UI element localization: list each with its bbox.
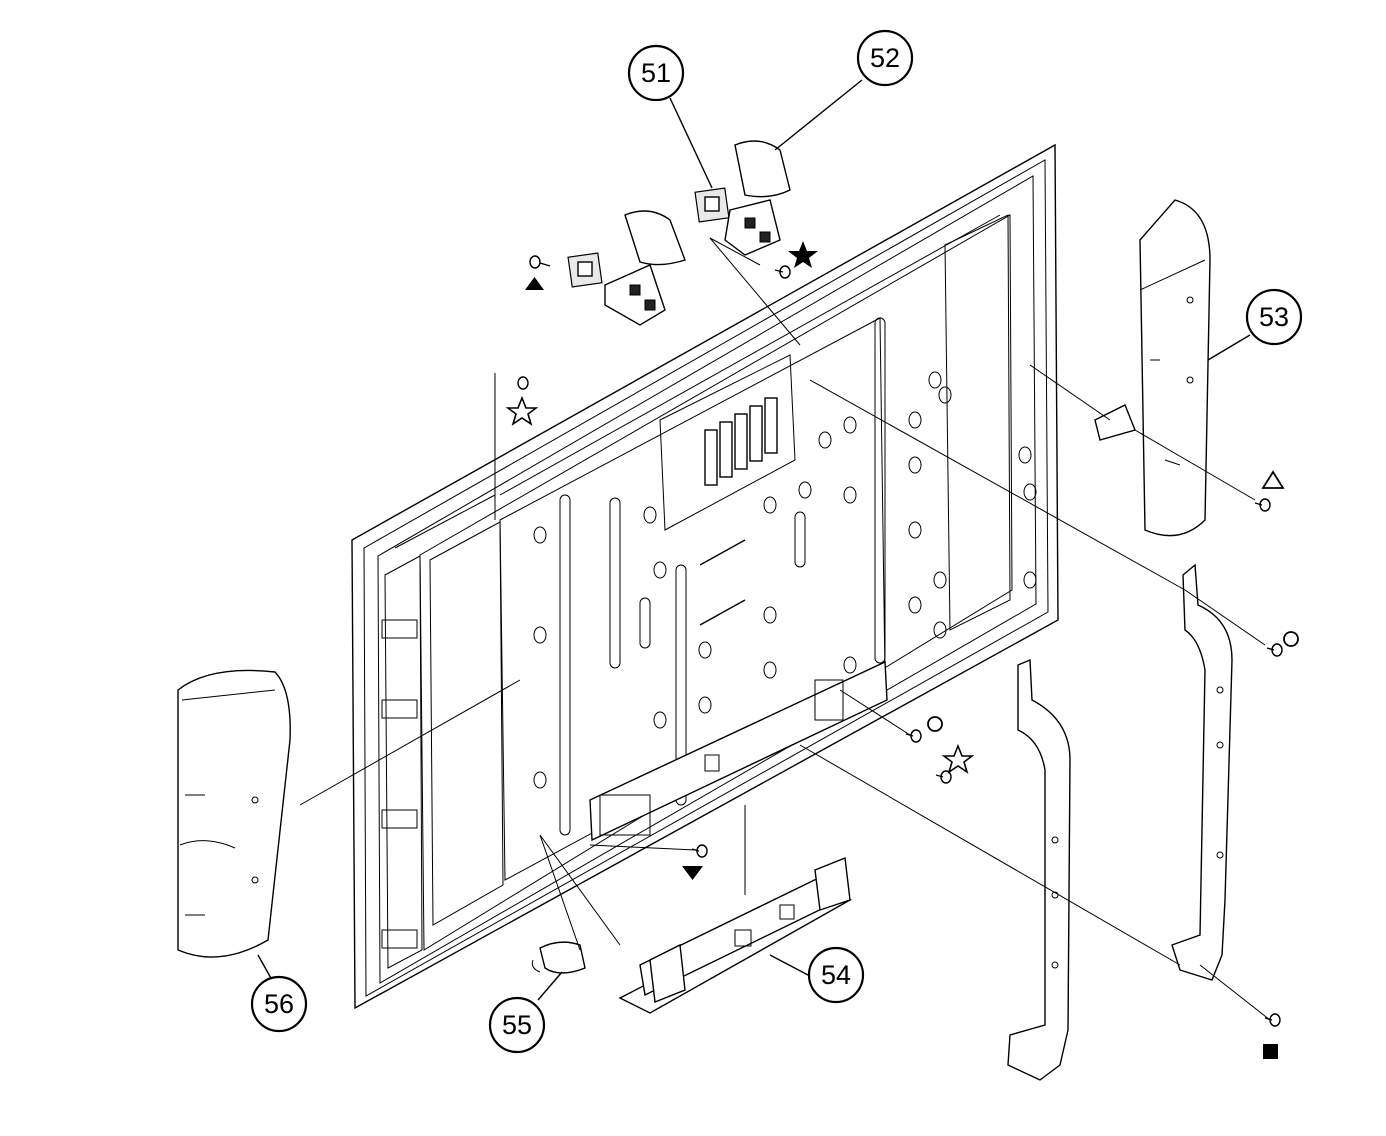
callout-label-51: 51 bbox=[641, 58, 671, 88]
outline-circle-icon bbox=[1283, 631, 1299, 647]
screw-icon bbox=[935, 770, 952, 784]
bracket-cover-part bbox=[624, 140, 801, 346]
screw-icon bbox=[529, 255, 551, 269]
filled-triangle-up-icon bbox=[525, 277, 544, 290]
screw-icon bbox=[1264, 1013, 1281, 1027]
screw-icon bbox=[517, 376, 529, 390]
callout-54: 54 bbox=[807, 946, 865, 1004]
screw-icon bbox=[691, 844, 708, 858]
callout-label-55: 55 bbox=[502, 1010, 532, 1040]
screw-icon bbox=[1266, 643, 1283, 657]
heatsink-fins bbox=[704, 397, 778, 486]
filled-star-icon bbox=[788, 241, 818, 268]
callout-51: 51 bbox=[627, 44, 685, 102]
callout-52: 52 bbox=[856, 29, 914, 87]
callout-56: 56 bbox=[250, 975, 308, 1033]
screws bbox=[517, 255, 1283, 1027]
outline-triangle-up-icon bbox=[1261, 470, 1285, 489]
outline-star-icon bbox=[505, 395, 539, 426]
tv-back-panel bbox=[351, 143, 1059, 1010]
mounting-holes bbox=[533, 371, 1037, 789]
screw-symbols bbox=[505, 241, 1299, 1059]
callout-label-54: 54 bbox=[821, 960, 851, 990]
callout-label-56: 56 bbox=[264, 989, 294, 1019]
screw-icon bbox=[1254, 498, 1271, 512]
cable-clamp-part bbox=[531, 941, 586, 974]
callout-55: 55 bbox=[488, 996, 546, 1054]
filled-square-icon bbox=[1263, 1044, 1278, 1059]
left-side-cover-part bbox=[177, 669, 291, 958]
screw-icon bbox=[905, 729, 922, 743]
stand-arm-right bbox=[1171, 563, 1233, 981]
callout-leaders bbox=[257, 79, 1251, 1001]
filled-triangle-down-icon bbox=[682, 866, 703, 880]
screw-icon bbox=[774, 265, 791, 279]
callout-53: 53 bbox=[1245, 288, 1303, 346]
assembly-lines bbox=[299, 364, 1271, 1021]
stand-arm-left bbox=[1007, 658, 1071, 1081]
outline-circle-icon bbox=[927, 716, 943, 732]
callout-label-52: 52 bbox=[870, 43, 900, 73]
right-side-cover-part bbox=[1094, 199, 1211, 537]
stand-bracket-small-part bbox=[567, 187, 781, 326]
callout-label-53: 53 bbox=[1259, 302, 1289, 332]
bottom-stand-bracket-part bbox=[618, 857, 853, 1014]
outline-star-icon bbox=[941, 743, 975, 774]
